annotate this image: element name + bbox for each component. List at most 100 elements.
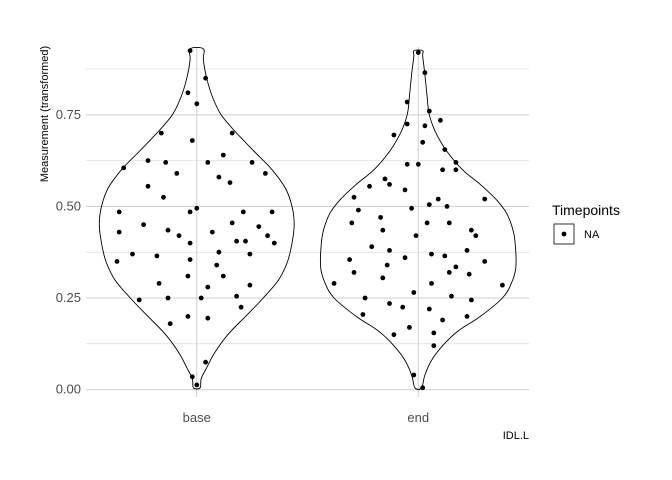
data-point-base [116,209,122,215]
y-axis-ticks: 0.000.250.500.75 [56,107,81,397]
legend-key-point [561,231,567,237]
data-point-end [435,196,441,202]
x-tick-label: end [407,410,429,425]
data-point-end [402,255,408,261]
data-point-base [116,229,122,235]
data-point-base [176,233,182,239]
data-point-end [413,233,419,239]
x-axis-title: IDL.L [503,430,529,442]
data-point-end [360,312,366,317]
data-point-end [449,293,454,299]
data-point-end [444,204,450,209]
data-point-base [189,374,195,380]
data-point-base [163,160,169,165]
data-point-base [271,240,277,246]
data-point-end [387,301,392,306]
data-point-base [114,259,120,264]
data-point-base [185,273,191,279]
data-point-end [440,317,445,323]
data-point-end [387,248,392,253]
data-point-end [380,227,386,233]
data-point-base [156,281,162,286]
data-point-end [351,194,357,200]
data-point-end [349,220,355,226]
data-point-base [229,220,235,226]
data-point-base [229,130,235,136]
data-point-base [205,284,211,290]
data-point-base [145,183,151,189]
data-point-base [194,382,200,388]
data-point-end [411,372,417,378]
data-point-end [369,244,375,250]
data-point-end [422,70,428,76]
y-tick-label: 0.75 [56,107,81,122]
data-point-end [387,182,392,187]
data-point-end [415,50,421,55]
data-point-base [214,262,220,268]
data-point-base [145,158,151,164]
data-points [114,48,505,391]
data-point-base [130,251,135,257]
data-point-end [442,253,448,259]
data-point-base [227,180,233,186]
data-point-base [256,224,262,230]
data-point-base [187,257,193,262]
data-point-base [263,171,268,176]
data-point-end [466,271,472,277]
data-point-end [347,257,352,262]
data-point-end [429,251,434,257]
data-point-base [141,222,147,228]
data-point-base [174,171,180,176]
data-point-end [404,161,410,167]
data-point-base [216,249,222,255]
violin-end [319,49,517,390]
data-point-end [442,147,448,153]
data-point-end [402,187,408,193]
data-point-base [247,282,253,288]
data-point-base [220,273,226,279]
y-tick-label: 0.25 [56,290,81,305]
data-point-base [247,251,253,257]
data-point-base [198,295,204,301]
data-point-base [205,160,211,165]
data-point-end [391,332,397,338]
data-point-end [378,215,383,220]
data-point-end [420,139,426,145]
data-point-base [203,359,209,365]
data-point-base [203,75,209,81]
data-point-base [205,315,211,321]
data-point-base [167,321,173,327]
data-point-end [400,304,406,310]
data-point-end [464,314,470,319]
data-point-base [238,304,244,310]
data-point-end [482,196,488,202]
data-point-end [384,262,390,268]
data-point-end [473,233,479,239]
x-tick-label: base [183,410,211,425]
data-point-base [165,227,171,233]
data-point-end [438,117,443,123]
data-point-base [234,293,240,299]
y-tick-label: 0.00 [56,382,81,397]
data-point-end [407,325,412,330]
data-point-end [380,275,386,281]
data-point-end [453,160,459,165]
data-point-end [429,281,434,286]
legend: Timepoints NA [552,202,620,245]
data-point-base [265,233,270,239]
x-axis-ticks: base end [183,410,429,425]
data-point-end [382,176,388,182]
data-point-end [464,248,470,253]
data-point-end [426,202,432,208]
data-point-base [185,314,191,319]
data-point-end [469,227,474,233]
data-point-end [415,161,421,167]
data-point-end [411,290,417,295]
data-point-base [209,229,215,235]
data-point-base [161,194,166,200]
data-point-base [249,160,255,165]
data-point-base [154,253,160,259]
data-point-end [331,281,337,286]
data-point-base [216,174,222,180]
